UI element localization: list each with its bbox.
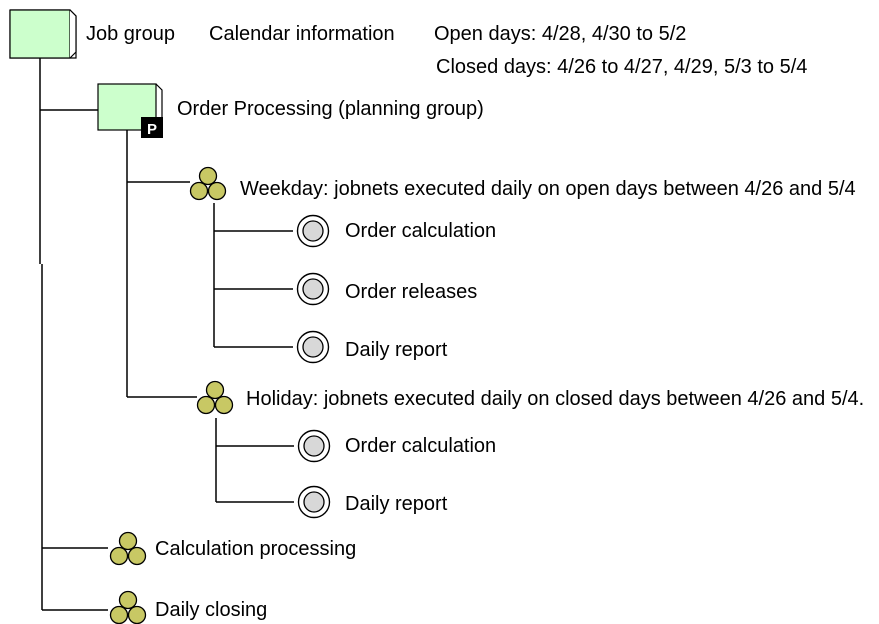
planning-group-icon[interactable] xyxy=(97,83,163,138)
calculation-jobnet-label: Calculation processing xyxy=(155,538,357,560)
root-group-label: Job group xyxy=(86,23,175,45)
open-days-text: Open days: 4/28, 4/30 to 5/2 xyxy=(434,23,687,45)
tree-connectors xyxy=(39,57,294,611)
job-icons xyxy=(296,214,331,519)
job-icon[interactable] xyxy=(296,272,330,306)
planning-badge-letter: P xyxy=(147,121,157,138)
jobnet-icon[interactable] xyxy=(109,531,147,566)
jobnet-icon[interactable] xyxy=(189,166,227,201)
job-icon[interactable] xyxy=(296,214,330,248)
folder-icon[interactable] xyxy=(9,9,77,59)
calendar-info-label: Calendar information xyxy=(209,23,395,45)
job-icon[interactable] xyxy=(297,485,331,519)
jobnet-icon[interactable] xyxy=(196,380,234,415)
job-icon[interactable] xyxy=(296,330,330,364)
closed-days-text: Closed days: 4/26 to 4/27, 4/29, 5/3 to … xyxy=(436,56,808,78)
weekday-job-label: Daily report xyxy=(345,339,448,361)
jobnet-icons xyxy=(109,166,234,624)
planning-group-label: Order Processing (planning group) xyxy=(177,98,484,120)
planning-badge-icon xyxy=(141,117,163,138)
holiday-jobnet-label: Holiday: jobnets executed daily on close… xyxy=(246,388,865,410)
job-icon[interactable] xyxy=(297,429,331,463)
weekday-job-label: Order calculation xyxy=(345,220,497,242)
jobnet-icon[interactable] xyxy=(109,590,147,624)
holiday-job-label: Order calculation xyxy=(345,435,497,457)
weekday-job-label: Order releases xyxy=(345,281,478,303)
weekday-jobnet-label: Weekday: jobnets executed daily on open … xyxy=(240,178,856,200)
closing-jobnet-label: Daily closing xyxy=(155,599,268,621)
holiday-job-label: Daily report xyxy=(345,493,448,515)
